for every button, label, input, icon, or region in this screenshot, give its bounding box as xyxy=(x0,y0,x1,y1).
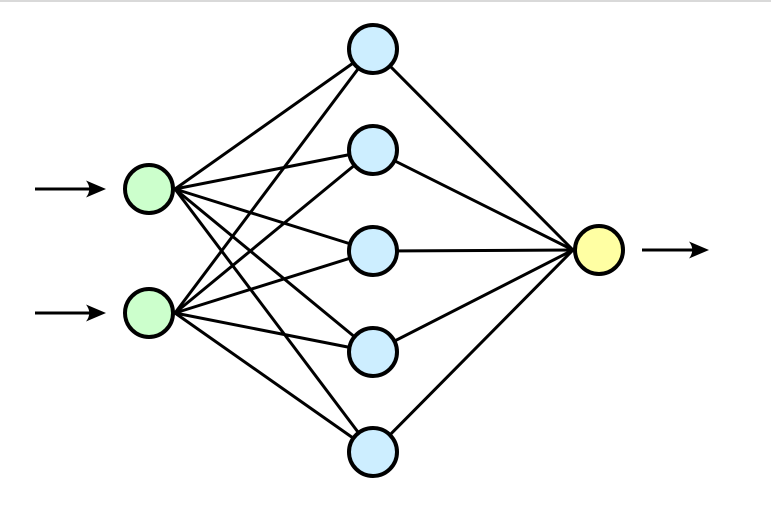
input-arrow-1-head-icon xyxy=(86,180,106,198)
edge-hidden-node-4-to-output-node-1 xyxy=(372,248,574,354)
edge-input-node-1-to-hidden-node-2 xyxy=(174,148,374,191)
output-node-1 xyxy=(573,224,625,276)
edge-input-node-1-to-hidden-node-1 xyxy=(174,47,374,191)
edge-input-node-2-to-hidden-node-4 xyxy=(174,311,374,354)
hidden-node-2 xyxy=(347,124,399,176)
edge-hidden-node-2-to-output-node-1 xyxy=(372,148,574,252)
hidden-node-4 xyxy=(347,326,399,378)
top-border-line xyxy=(0,0,771,2)
edge-input-node-1-to-hidden-node-5 xyxy=(173,188,375,453)
hidden-node-3 xyxy=(347,225,399,277)
hidden-node-1 xyxy=(347,23,399,75)
edge-hidden-node-1-to-output-node-1 xyxy=(371,47,575,252)
edge-hidden-node-3-to-output-node-1 xyxy=(372,248,574,253)
edge-input-node-2-to-hidden-node-2 xyxy=(174,148,374,315)
edge-input-node-2-to-hidden-node-3 xyxy=(174,249,374,315)
output-arrow-head-icon xyxy=(689,241,709,259)
edge-input-node-1-to-hidden-node-3 xyxy=(174,187,374,253)
edge-input-node-2-to-hidden-node-5 xyxy=(174,311,374,454)
input-node-2 xyxy=(123,287,175,339)
input-arrow-2-head-icon xyxy=(86,304,106,322)
input-node-1 xyxy=(123,163,175,215)
hidden-node-5 xyxy=(347,426,399,478)
edge-input-node-2-to-hidden-node-1 xyxy=(173,48,375,314)
edge-input-node-1-to-hidden-node-4 xyxy=(174,187,374,354)
edge-hidden-node-5-to-output-node-1 xyxy=(371,248,575,454)
